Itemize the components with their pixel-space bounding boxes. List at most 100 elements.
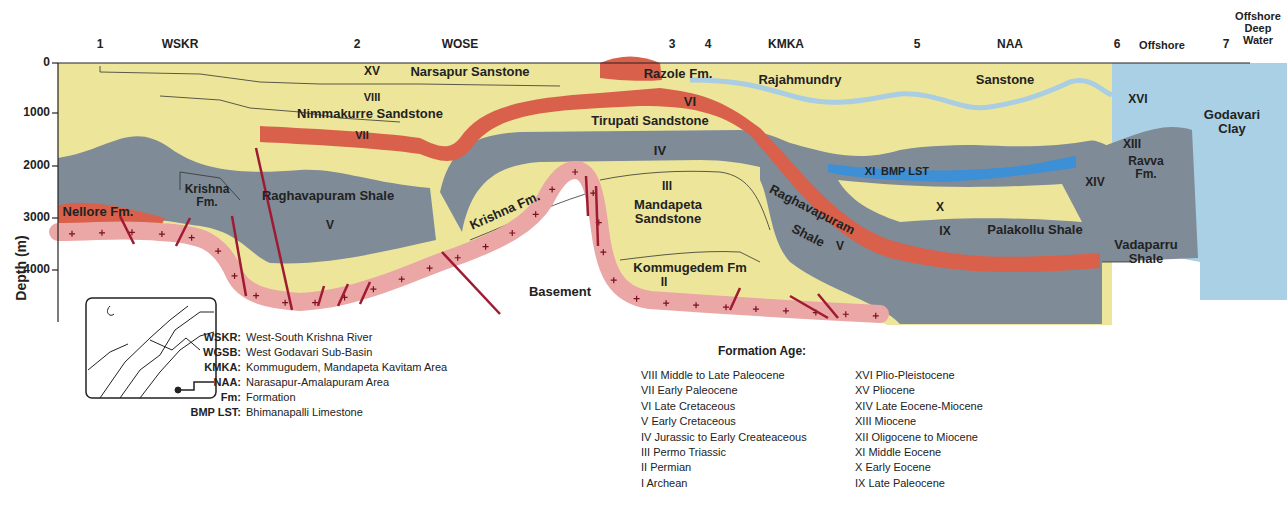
section-marker: WSKR — [162, 38, 199, 51]
abbreviation-text: Kommugudem, Mandapeta Kavitam Area — [246, 361, 447, 373]
basement-cross — [634, 296, 640, 302]
formation-label: Kommugedem Fm — [633, 261, 746, 275]
basement-cross — [509, 230, 515, 236]
abbreviation-text: Bhimanapalli Limestone — [246, 406, 363, 418]
axis-label: Depth (m) — [14, 235, 29, 300]
section-marker: WOSE — [442, 38, 479, 51]
basement-cross — [572, 169, 578, 175]
formation-label: XV — [364, 65, 380, 78]
formation-label: VI — [684, 95, 696, 109]
shale-right — [760, 138, 1130, 324]
basement-cross — [215, 248, 221, 254]
formation-label: Rajahmundry — [758, 73, 841, 87]
basement-cross — [427, 265, 433, 271]
section-marker: Offshore Deep Water — [1230, 10, 1286, 46]
basement-cross — [455, 255, 461, 261]
abbreviation-text: KMKA: — [204, 361, 241, 373]
abbreviation-text: West-South Krishna River — [246, 331, 372, 343]
basement-cross — [189, 235, 195, 241]
basement-band — [58, 170, 880, 314]
age-key-item: XII Oligocene to Miocene — [855, 431, 978, 443]
formation-label: X — [936, 201, 944, 214]
raghavapuram-shale-left — [58, 136, 436, 263]
bmp-limestone — [828, 156, 1076, 182]
section-marker: NAA — [997, 38, 1023, 51]
basement-cross — [600, 249, 606, 255]
formation-label: Tirupati Sandstone — [591, 114, 709, 128]
basement-cross — [282, 300, 288, 306]
abbreviation-text: Narasapur-Amalapuram Area — [246, 376, 389, 388]
formation-label: Nellore Fm. — [63, 205, 134, 219]
age-key-item: IX Late Paleocene — [855, 477, 945, 489]
formation-label: Sanstone — [976, 73, 1035, 87]
formation-label: III — [662, 180, 672, 193]
age-key-item: VII Early Paleocene — [641, 384, 738, 396]
age-key-item: VI Late Cretaceous — [641, 400, 735, 412]
abbreviation-text: Formation — [246, 391, 296, 403]
age-key-item: I Archean — [641, 477, 687, 489]
basement-cross — [253, 293, 259, 299]
formation-label: IX — [939, 225, 950, 238]
formation-label: Vadaparru Shale — [1106, 238, 1186, 267]
axis-label: 2000 — [23, 159, 50, 172]
basement-cross — [663, 300, 669, 306]
rajahmundry-contact — [690, 80, 1112, 108]
age-key-item: X Early Eocene — [855, 461, 931, 473]
formation-label: Shale — [789, 222, 826, 250]
age-key-item: XIII Miocene — [855, 415, 916, 427]
abbreviation-text: WSKR: — [204, 331, 241, 343]
section-marker: 1 — [97, 38, 104, 51]
formation-label: II — [661, 276, 668, 289]
section-marker: 7 — [1223, 38, 1230, 51]
section-marker: 3 — [669, 38, 676, 51]
basement-cross — [753, 306, 759, 312]
formation-label: V — [836, 240, 844, 253]
abbreviation-text: NAA: — [214, 376, 242, 388]
basement-cross — [232, 273, 238, 279]
section-marker: KMKA — [768, 38, 804, 51]
age-key-item: XVI Plio-Pleistocene — [855, 369, 955, 381]
axis-label: 1000 — [23, 106, 50, 119]
formation-label: IV — [654, 144, 666, 158]
basement-cross — [873, 313, 879, 319]
age-key-item: XI Middle Eocene — [855, 446, 941, 458]
basement-cross — [723, 304, 729, 310]
section-marker: 5 — [914, 38, 921, 51]
formation-label: Mandapeta Sandstone — [628, 198, 708, 227]
age-key-item: VIII Middle to Late Paleocene — [641, 369, 785, 381]
age-key-item: XIV Late Eocene-Miocene — [855, 400, 983, 412]
formation-label: Raghavapuram Shale — [262, 189, 394, 203]
formation-label: Razole Fm. — [644, 67, 713, 81]
formation-label: Godavari Clay — [1197, 108, 1267, 137]
abbreviation-text: BMP LST: — [190, 406, 241, 418]
section-marker: 2 — [354, 38, 361, 51]
formation-label: Basement — [529, 285, 591, 299]
formation-label: VIII — [364, 91, 381, 103]
basement-cross — [159, 231, 165, 237]
sandstone-x — [838, 180, 1082, 222]
section-marker: Offshore — [1139, 39, 1185, 51]
formation-label: Krishna Fm. — [468, 189, 542, 233]
formation-label: Nimmakurre Sandstone — [297, 107, 443, 121]
age-key-item: IV Jurassic to Early Createaceous — [641, 431, 807, 443]
formation-label: XVI — [1128, 93, 1147, 106]
basement-cross — [483, 244, 489, 250]
formation-label: Narsapur Sanstone — [410, 65, 529, 79]
age-key-item: III Permo Triassic — [641, 446, 726, 458]
red-band — [260, 88, 1100, 272]
abbreviation-text: WGSB: — [203, 346, 241, 358]
inset-map — [86, 298, 216, 398]
formation-label: V — [326, 219, 334, 232]
age-key-item: V Early Cretaceous — [641, 415, 736, 427]
formation-label: BMP LST — [881, 165, 929, 177]
basement-cross — [370, 286, 376, 292]
basement-crosses — [69, 169, 879, 319]
age-key-item: XV Pliocene — [855, 384, 915, 396]
formation-label: Ravva Fm. — [1123, 155, 1169, 181]
formation-label: XIII — [1123, 138, 1141, 151]
formation-label: XI — [865, 165, 875, 177]
axis-label: 0 — [43, 56, 50, 69]
formation-label: VII — [355, 129, 368, 141]
formation-label: Palakollu Shale — [987, 223, 1082, 237]
formation-label: XIV — [1085, 176, 1104, 189]
